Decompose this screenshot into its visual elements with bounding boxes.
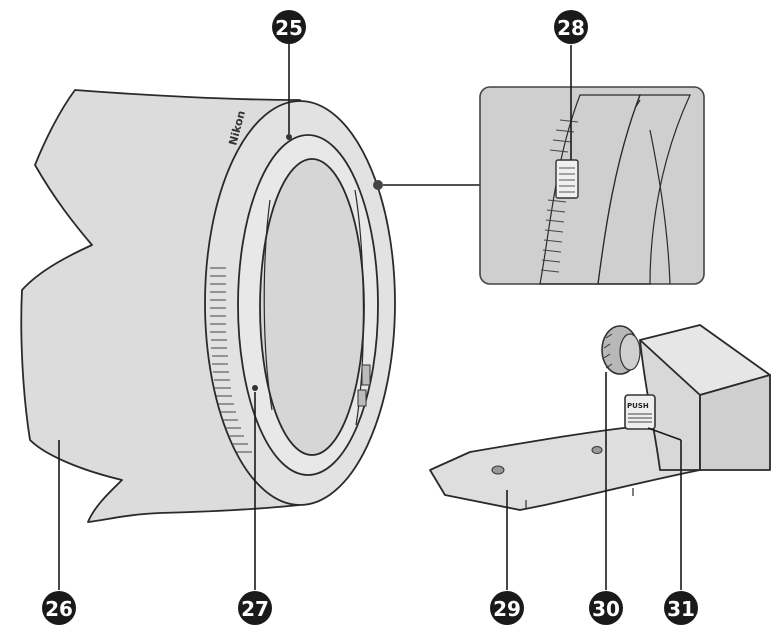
inset-frame <box>479 86 705 285</box>
inset-connector <box>373 180 480 190</box>
callout-26: 26 <box>42 591 76 625</box>
callout-28: 28 <box>554 10 588 44</box>
svg-text:25: 25 <box>275 16 303 40</box>
push-label: PUSH <box>627 402 649 410</box>
lens-hood-opening <box>259 158 365 456</box>
callout-25: 25 <box>272 10 306 44</box>
svg-text:26: 26 <box>45 597 73 621</box>
callout-30: 30 <box>589 591 623 625</box>
tripod-mount-hole <box>591 446 603 454</box>
svg-text:28: 28 <box>557 16 585 40</box>
bayonet-tab <box>361 364 371 386</box>
tripod-foot-release-button: PUSH <box>624 394 656 430</box>
bayonet-tab <box>357 389 367 407</box>
svg-text:27: 27 <box>241 597 269 621</box>
leader-lines <box>58 44 682 590</box>
callout-27: 27 <box>238 591 272 625</box>
callout-29: 29 <box>490 591 524 625</box>
svg-text:29: 29 <box>493 597 521 621</box>
hood-mounting-index <box>286 134 292 140</box>
hood-lock-index <box>252 385 258 391</box>
svg-text:31: 31 <box>667 597 695 621</box>
lock-button-inset <box>479 86 705 285</box>
svg-text:30: 30 <box>592 597 620 621</box>
tripod-foot-locking-knob <box>601 325 641 375</box>
lens-hood: Nikon <box>20 89 396 523</box>
callout-31: 31 <box>664 591 698 625</box>
hood-lock-button <box>555 159 579 199</box>
inset-ring-knurling <box>540 119 579 273</box>
tripod-mount-hole <box>491 465 505 475</box>
tripod-foot-side <box>699 374 771 471</box>
lens-hood-grip-knurling <box>210 267 252 453</box>
tripod-foot: PUSH <box>429 324 771 511</box>
